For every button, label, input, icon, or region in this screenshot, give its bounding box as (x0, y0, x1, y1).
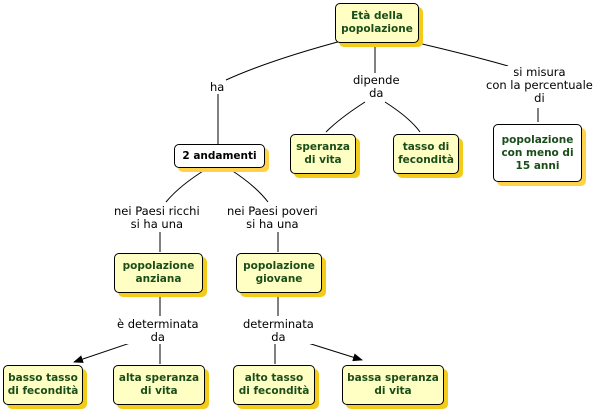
link-label-dipende-da: dipende da (352, 73, 401, 100)
node-bassa-speranza-di-vita[interactable]: bassa speranza di vita (342, 365, 444, 405)
node-basso-tasso-di-fecondita[interactable]: basso tasso di fecondità (3, 365, 83, 405)
node-popolazione-giovane[interactable]: popolazione giovane (236, 253, 322, 293)
connector-dipende-speranza (325, 101, 366, 133)
node-alta-speranza-di-vita[interactable]: alta speranza di vita (113, 365, 205, 405)
link-label-ha: ha (209, 80, 226, 94)
link-label-determinata: determinata da (242, 317, 315, 344)
link-label-si-misura: si misura con la percentuale di (485, 65, 594, 105)
node-speranza-di-vita[interactable]: speranza di vita (290, 134, 356, 174)
node-tasso-di-fecondita[interactable]: tasso di fecondità (393, 134, 459, 174)
node-popolazione-anziana[interactable]: popolazione anziana (114, 253, 203, 293)
node-alto-tasso-di-fecondita[interactable]: alto tasso di fecondità (233, 365, 315, 405)
connector-root-misura (404, 39, 509, 67)
connector-dipende-tasso (384, 101, 421, 133)
node-eta-della-popolazione[interactable]: Età della popolazione (335, 3, 419, 43)
connector-2andamenti-poveri (227, 167, 269, 203)
node-2-andamenti[interactable]: 2 andamenti (174, 144, 265, 168)
link-label-e-determinata: è determinata da (116, 317, 200, 344)
connector-2andamenti-ricchi (165, 167, 209, 203)
link-label-paesi-poveri: nei Paesi poveri si ha una (226, 204, 319, 231)
connector-root-ha (225, 39, 346, 81)
link-label-paesi-ricchi: nei Paesi ricchi si ha una (113, 204, 201, 231)
node-popolazione-meno-15-anni[interactable]: popolazione con meno di 15 anni (493, 124, 582, 182)
